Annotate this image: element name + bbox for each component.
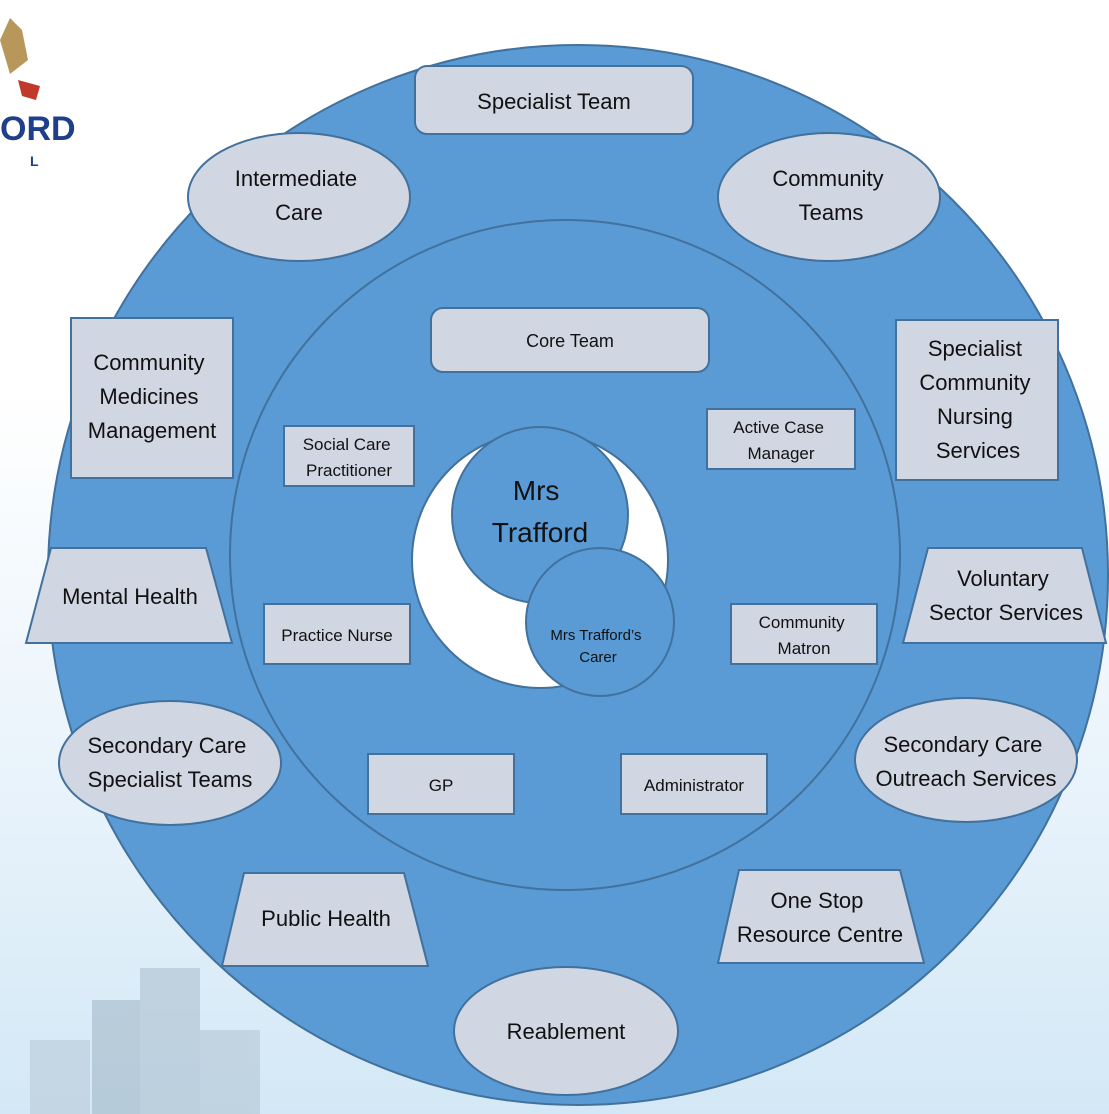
social-care-line2: Practitioner: [306, 461, 392, 480]
secondary-care-outreach-ellipse: Secondary Care Outreach Services: [854, 697, 1078, 823]
specialist-community-nursing-box: Specialist Community Nursing Services: [895, 319, 1059, 481]
active-case-line2: Manager: [747, 444, 814, 463]
specialist-team-box: Specialist Team: [414, 65, 694, 135]
community-medicines-line2: Medicines: [99, 384, 198, 409]
practice-nurse-label: Practice Nurse: [281, 626, 392, 645]
mental-health-trapezoid: Mental Health: [24, 547, 234, 644]
voluntary-sector-line2: Sector Services: [929, 600, 1083, 625]
carer-line2: Carer: [579, 649, 617, 666]
community-teams-line2: Teams: [799, 200, 864, 225]
specialist-nursing-line2: Community: [919, 370, 1030, 395]
svg-text:Secondary Care Specialis: Secondary Care Specialist Teams: [87, 733, 252, 792]
gp-label: GP: [429, 776, 454, 795]
community-matron-line1: Community: [759, 613, 845, 632]
svg-text:Secondary Care Outreach: Secondary Care Outreach Services: [876, 732, 1057, 791]
reablement-ellipse: Reablement: [453, 966, 679, 1096]
reablement-label: Reablement: [507, 1019, 626, 1044]
intermediate-care-line2: Care: [275, 200, 323, 225]
administrator-label: Administrator: [644, 776, 744, 795]
social-care-box: Social Care Practitioner: [283, 425, 415, 487]
svg-text:Community Teams: Community Teams: [772, 166, 889, 225]
community-medicines-line1: Community: [93, 350, 204, 375]
logo-subtext: L: [30, 153, 39, 169]
community-teams-ellipse: Community Teams: [717, 132, 941, 262]
council-logo: ORD L: [0, 18, 76, 169]
specialist-nursing-line1: Specialist: [928, 336, 1022, 361]
core-team-box: Core Team: [430, 307, 710, 373]
public-health-label: Public Health: [261, 906, 391, 931]
one-stop-line2: Resource Centre: [737, 922, 903, 947]
svg-text:Community Matron: Community Matron: [759, 613, 850, 658]
social-care-line1: Social Care: [303, 435, 391, 454]
patient-line1: Mrs: [513, 475, 560, 506]
voluntary-sector-line1: Voluntary: [957, 566, 1049, 591]
administrator-box: Administrator: [620, 753, 768, 815]
svg-text:Community Medicines: Community Medicines Management: [88, 350, 216, 443]
carer-label: Mrs Trafford’s Carer: [550, 627, 645, 666]
core-team-label: Core Team: [526, 331, 614, 351]
logo-text: ORD: [0, 110, 76, 148]
svg-text:Social Care Practitioner: Social Care Practitioner: [303, 435, 396, 480]
secondary-specialist-line2: Specialist Teams: [88, 767, 253, 792]
mental-health-label: Mental Health: [62, 584, 198, 609]
patient-line2: Trafford: [492, 517, 588, 548]
secondary-specialist-line1: Secondary Care: [87, 733, 246, 758]
community-medicines-line3: Management: [88, 418, 216, 443]
specialist-nursing-line4: Services: [936, 438, 1020, 463]
one-stop-trapezoid: One Stop Resource Centre: [716, 869, 926, 964]
intermediate-care-line1: Intermediate: [235, 166, 357, 191]
active-case-box: Active Case Manager: [706, 408, 856, 470]
building-silhouette: [30, 968, 260, 1114]
active-case-line1: Active Case: [733, 418, 824, 437]
svg-text:Specialist Community: Specialist Community Nursing Services: [919, 336, 1036, 463]
community-teams-line1: Community: [772, 166, 883, 191]
secondary-outreach-line2: Outreach Services: [876, 766, 1057, 791]
specialist-team-label: Specialist Team: [477, 89, 631, 114]
svg-text:Intermediate Care: Intermediate Care: [235, 166, 363, 225]
svg-text:Active Case Manager: Active Case Manager: [733, 418, 828, 463]
practice-nurse-box: Practice Nurse: [263, 603, 411, 665]
carer-circle: [525, 547, 675, 697]
svg-text:One Stop Resource Centre: One Stop Resource Centre: [737, 888, 903, 947]
secondary-outreach-line1: Secondary Care: [883, 732, 1042, 757]
one-stop-line1: One Stop: [770, 888, 863, 913]
voluntary-sector-trapezoid: Voluntary Sector Services: [901, 547, 1108, 644]
carer-line1: Mrs Trafford’s: [550, 627, 641, 644]
community-medicines-box: Community Medicines Management: [70, 317, 234, 479]
gp-box: GP: [367, 753, 515, 815]
intermediate-care-ellipse: Intermediate Care: [187, 132, 411, 262]
specialist-nursing-line3: Nursing: [937, 404, 1013, 429]
secondary-care-specialist-ellipse: Secondary Care Specialist Teams: [58, 700, 282, 826]
svg-text:Voluntary Sector Service: Voluntary Sector Services: [929, 566, 1083, 625]
community-matron-line2: Matron: [778, 639, 831, 658]
patient-label: Mrs Trafford: [492, 475, 588, 548]
community-matron-box: Community Matron: [730, 603, 878, 665]
public-health-trapezoid: Public Health: [220, 872, 430, 967]
